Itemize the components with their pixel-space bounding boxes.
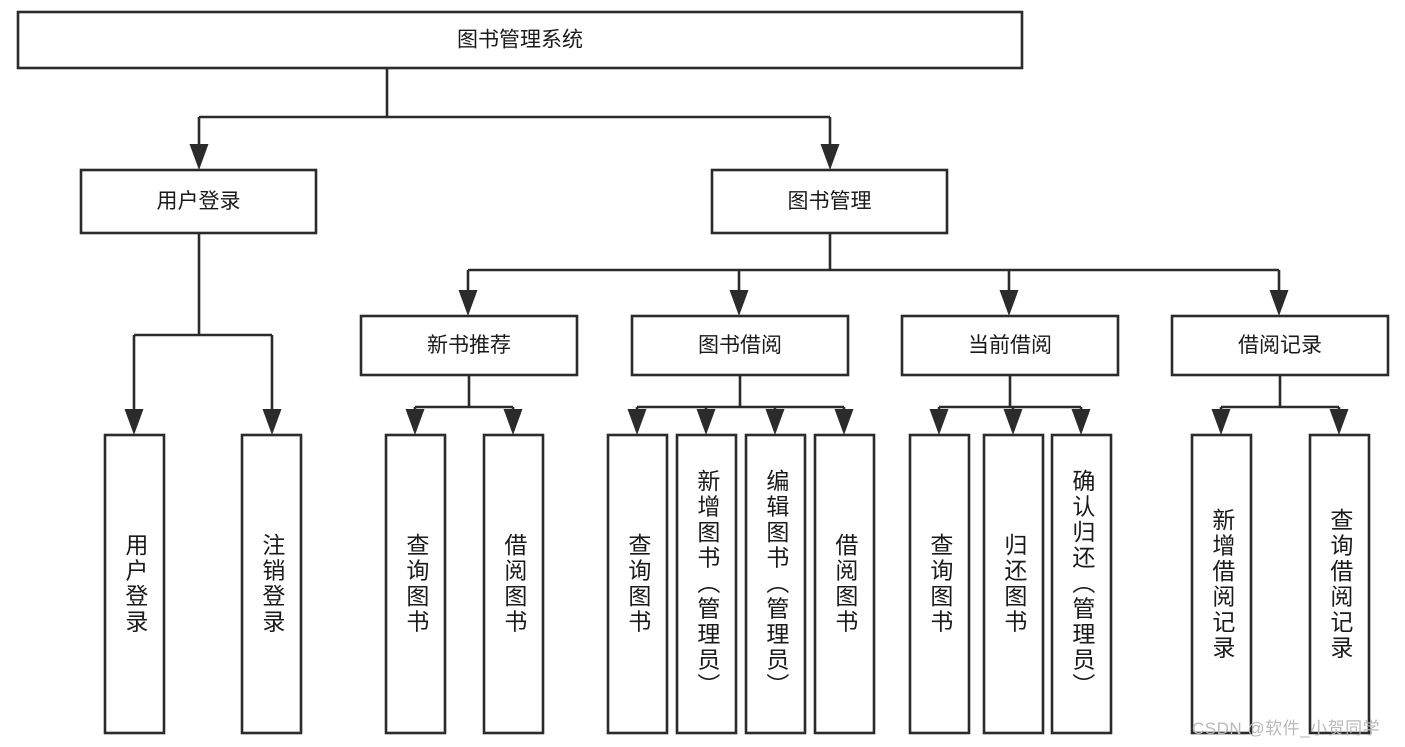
node-box-leaf-12[interactable] — [1308, 433, 1371, 735]
arrow-to-borrow-icon — [729, 290, 749, 316]
node-box-leaf-6[interactable] — [744, 433, 807, 735]
node-box-leaf-11[interactable] — [1190, 433, 1253, 735]
arrow-rc-1-icon — [1211, 409, 1231, 435]
arrow-to-user-login-icon — [189, 144, 209, 170]
node-label-level3-0: 新书推荐 — [427, 334, 511, 357]
arrow-nb-1-icon — [405, 409, 425, 435]
node-box-root-0[interactable] — [16, 10, 1024, 70]
node-box-level3-0[interactable] — [359, 314, 579, 377]
node-label-level3-3: 借阅记录 — [1238, 334, 1322, 357]
node-label-level3-1: 图书借阅 — [698, 334, 782, 357]
arrow-to-leaf-logout-icon — [262, 409, 282, 435]
node-label-root-0: 图书管理系统 — [457, 29, 583, 52]
node-box-level3-3[interactable] — [1170, 314, 1390, 377]
node-box-leaf-7[interactable] — [813, 433, 876, 735]
node-box-leaf-4[interactable] — [606, 433, 669, 735]
node-box-leaf-2[interactable] — [384, 433, 447, 735]
arrow-to-book-mgmt-icon — [820, 144, 840, 170]
node-boxes-layer — [16, 10, 1390, 735]
node-box-level3-2[interactable] — [900, 314, 1120, 377]
node-box-leaf-0[interactable] — [103, 433, 166, 735]
csdn-watermark: CSDN @软件_小贺同学 — [1192, 719, 1381, 738]
node-box-level2-0[interactable] — [79, 168, 318, 235]
arrow-cb-2-icon — [1003, 409, 1023, 435]
node-label-level3-2: 当前借阅 — [968, 334, 1052, 357]
node-label-level2-0: 用户登录 — [157, 190, 241, 213]
arrow-to-current-icon — [999, 290, 1019, 316]
node-box-leaf-3[interactable] — [482, 433, 545, 735]
arrow-heads-layer — [124, 144, 1349, 435]
arrow-to-leaf-user-login-icon — [124, 409, 144, 435]
node-box-leaf-5[interactable] — [675, 433, 738, 735]
arrow-bw-1-icon — [627, 409, 647, 435]
node-box-leaf-9[interactable] — [982, 433, 1045, 735]
arrow-rc-2-icon — [1329, 409, 1349, 435]
arrow-bw-4-icon — [834, 409, 854, 435]
node-box-leaf-10[interactable] — [1050, 433, 1113, 735]
arrow-to-new-books-icon — [458, 290, 478, 316]
arrow-bw-2-icon — [696, 409, 716, 435]
node-box-leaf-1[interactable] — [240, 433, 303, 735]
arrow-nb-2-icon — [503, 409, 523, 435]
node-box-level2-1[interactable] — [710, 168, 949, 235]
arrow-cb-1-icon — [929, 409, 949, 435]
node-box-level3-1[interactable] — [630, 314, 850, 377]
arrow-to-records-icon — [1269, 290, 1289, 316]
arrow-bw-3-icon — [765, 409, 785, 435]
node-label-level2-1: 图书管理 — [788, 190, 872, 213]
arrow-cb-3-icon — [1071, 409, 1091, 435]
node-box-leaf-8[interactable] — [908, 433, 971, 735]
